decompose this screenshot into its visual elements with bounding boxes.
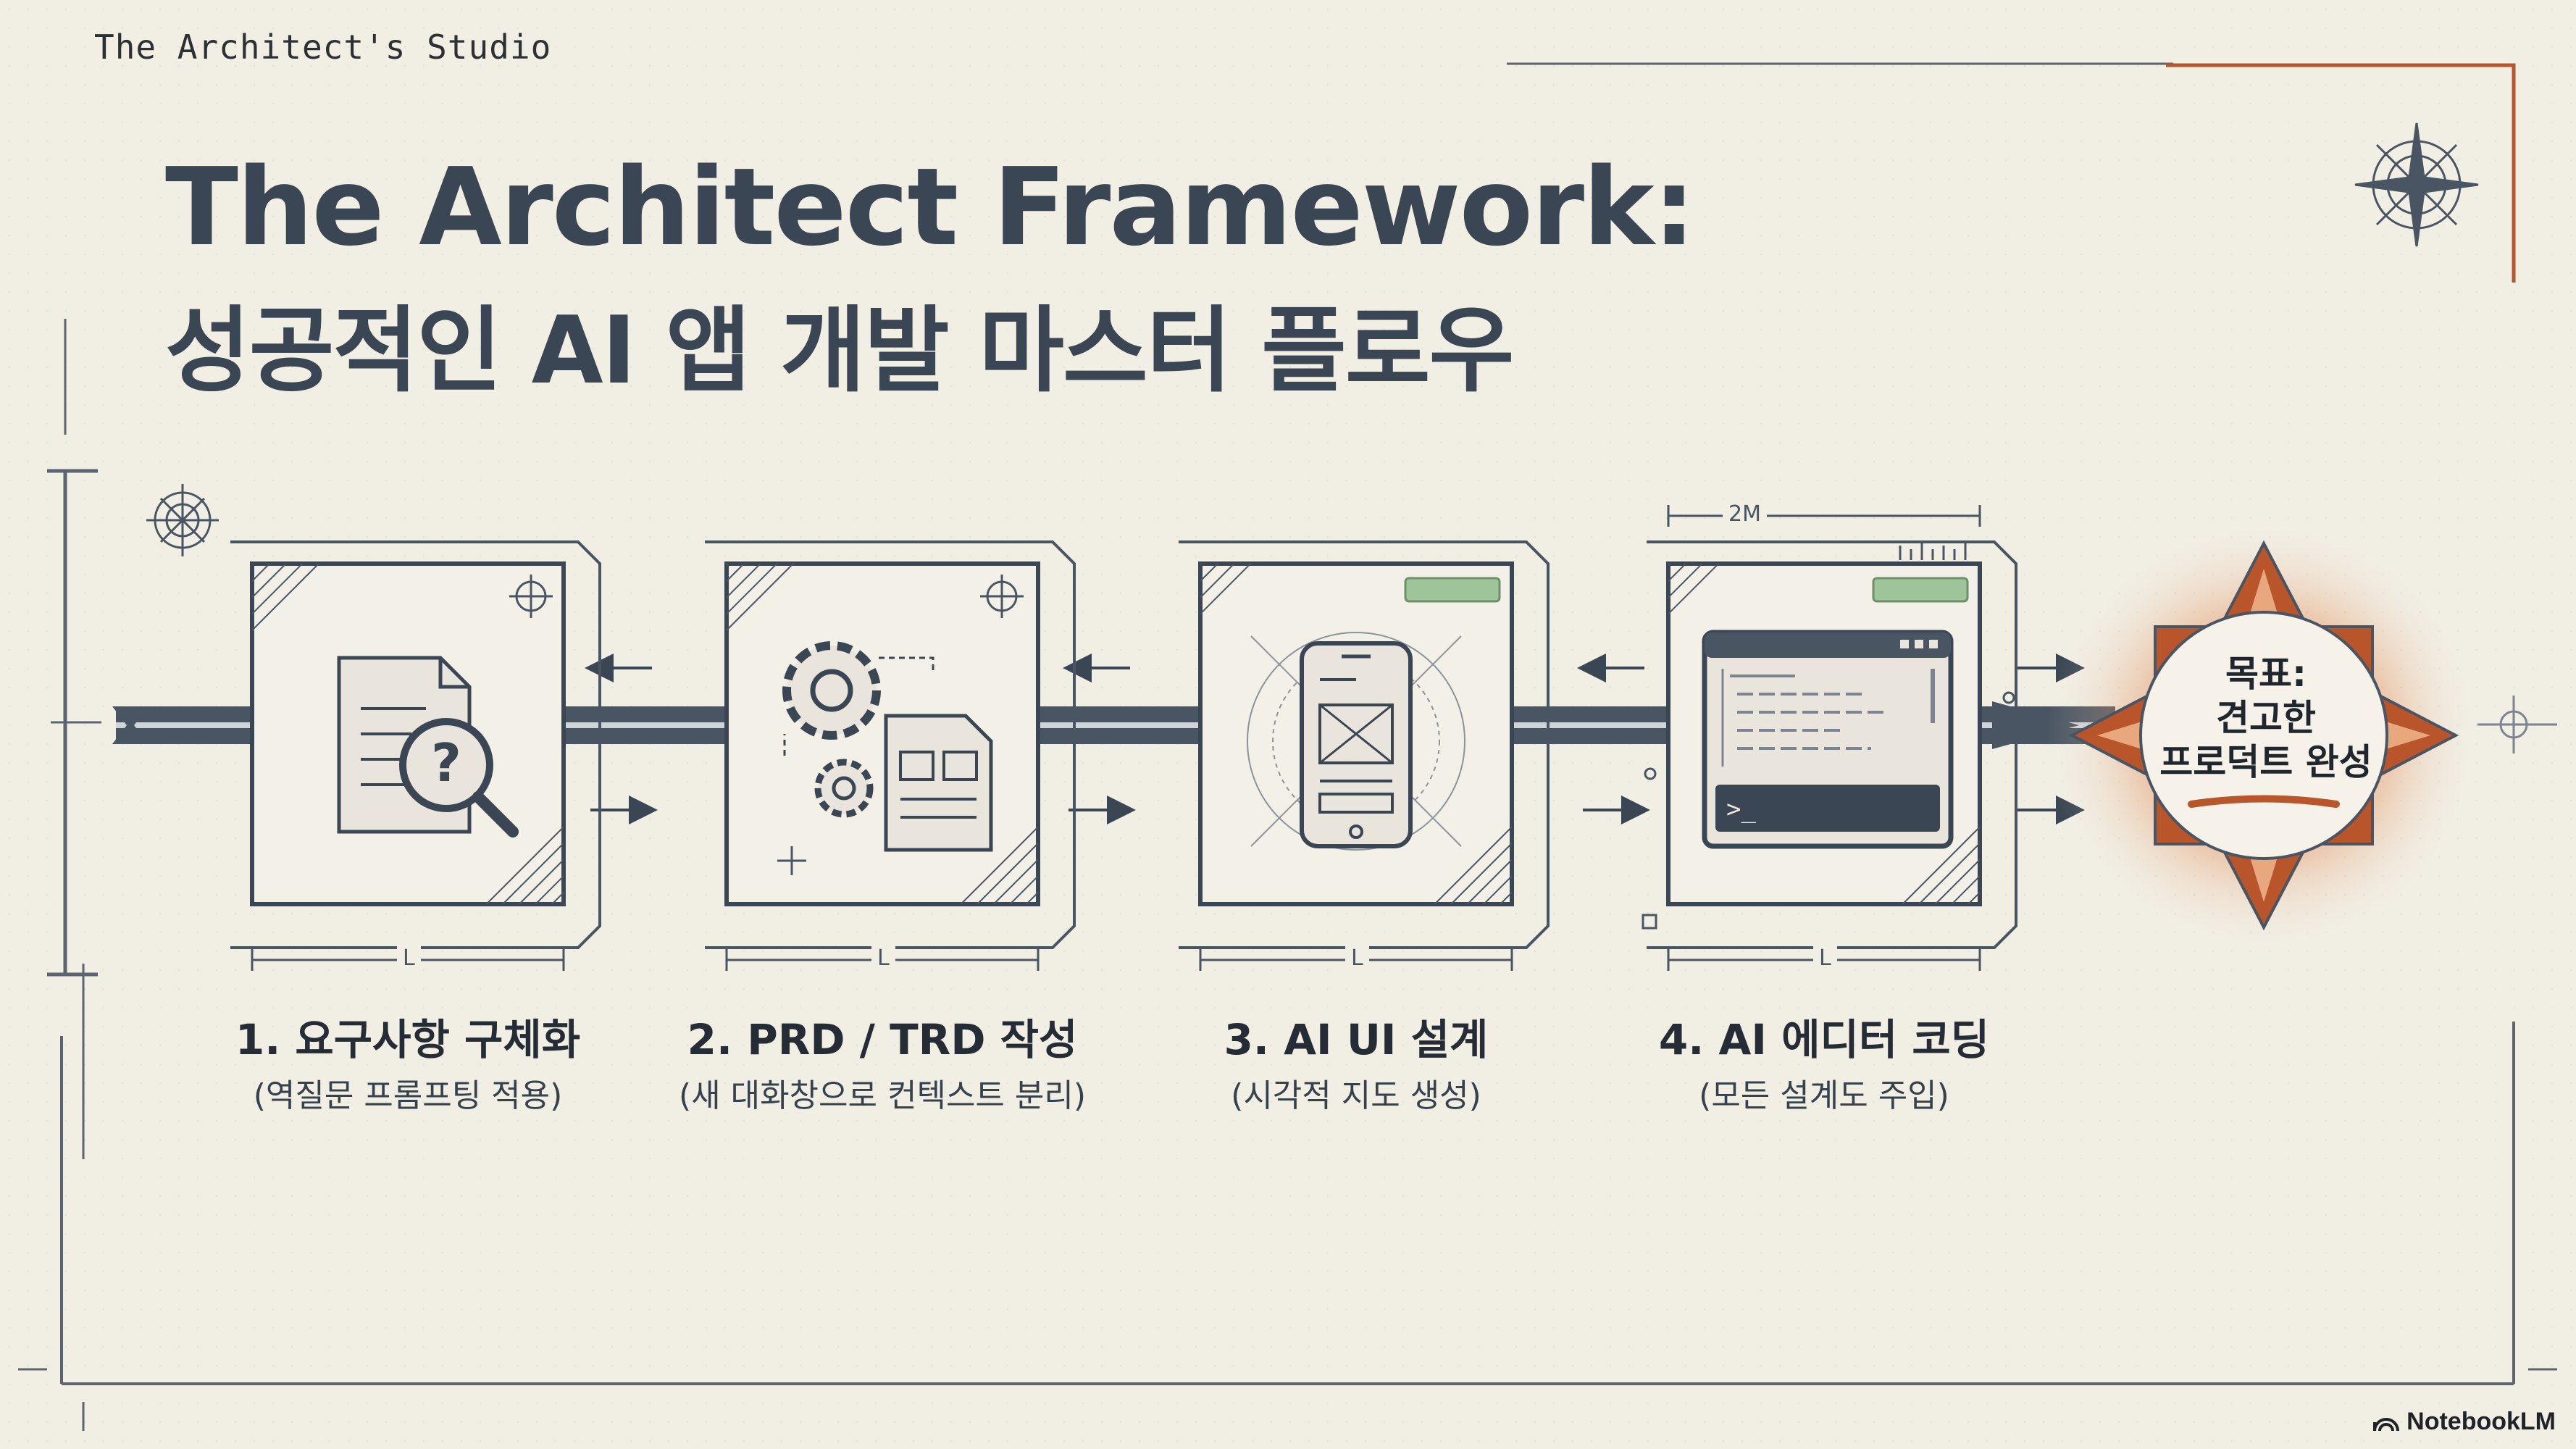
step-3-frame (1179, 540, 1550, 949)
crosshair-icon (2477, 696, 2557, 753)
step-2-title: 2. PRD / TRD 작성 (687, 1015, 1078, 1064)
goal-badge-text: 목표: 견고한 프로덕트 완성 (2121, 652, 2411, 785)
dimension-label-l: L (1345, 945, 1369, 971)
code-editor-icon: >_ (1702, 630, 1954, 849)
dimension-label-l: L (1813, 945, 1837, 971)
brand-label: The Architect's Studio (94, 28, 552, 67)
mobile-wireframe-icon (1247, 632, 1465, 851)
step-1-subtitle: (역질문 프롬프팅 적용) (253, 1077, 563, 1114)
step-2-subtitle: (새 대화창으로 컨텍스트 분리) (678, 1077, 1087, 1114)
gears-document-icon (777, 641, 993, 875)
notebooklm-logo[interactable]: NotebookLM (2373, 1408, 2556, 1436)
page-subtitle: 성공적인 AI 앱 개발 마스터 플로우 (165, 297, 1514, 405)
step-4-frame: >_ (1642, 540, 2017, 949)
compass-icon (146, 484, 219, 556)
goal-line-2: 견고한 (2216, 697, 2316, 739)
svg-text:?: ? (431, 732, 461, 793)
compass-star-badge-icon (2046, 518, 2481, 953)
step-4-subtitle: (모든 설계도 주입) (1699, 1077, 1949, 1114)
accent-corner (2166, 63, 2516, 283)
step-3-title: 3. AI UI 설계 (1224, 1015, 1489, 1064)
step-1-title: 1. 요구사항 구체화 (235, 1015, 581, 1064)
goal-line-3: 프로덕트 완성 (2159, 741, 2372, 783)
dimension-label-l: L (397, 945, 421, 971)
notebooklm-label: NotebookLM (2406, 1408, 2556, 1435)
page-title: The Architect Framework: (165, 145, 1696, 270)
goal-line-1: 목표: (2225, 653, 2307, 695)
step-1-frame: ? (230, 540, 601, 949)
svg-text:>_: >_ (1726, 795, 1756, 824)
step-2-frame (705, 540, 1076, 949)
dimension-label-2m: 2M (1723, 501, 1767, 527)
compass-rose-icon (2354, 122, 2479, 247)
step-4-title: 4. AI 에디터 코딩 (1658, 1015, 1990, 1064)
document-question-icon: ? (337, 656, 519, 838)
dimension-label-l: L (871, 945, 895, 971)
notebooklm-icon (2373, 1417, 2400, 1431)
step-3-subtitle: (시각적 지도 생성) (1231, 1077, 1481, 1114)
frame-lines (18, 62, 2557, 1431)
